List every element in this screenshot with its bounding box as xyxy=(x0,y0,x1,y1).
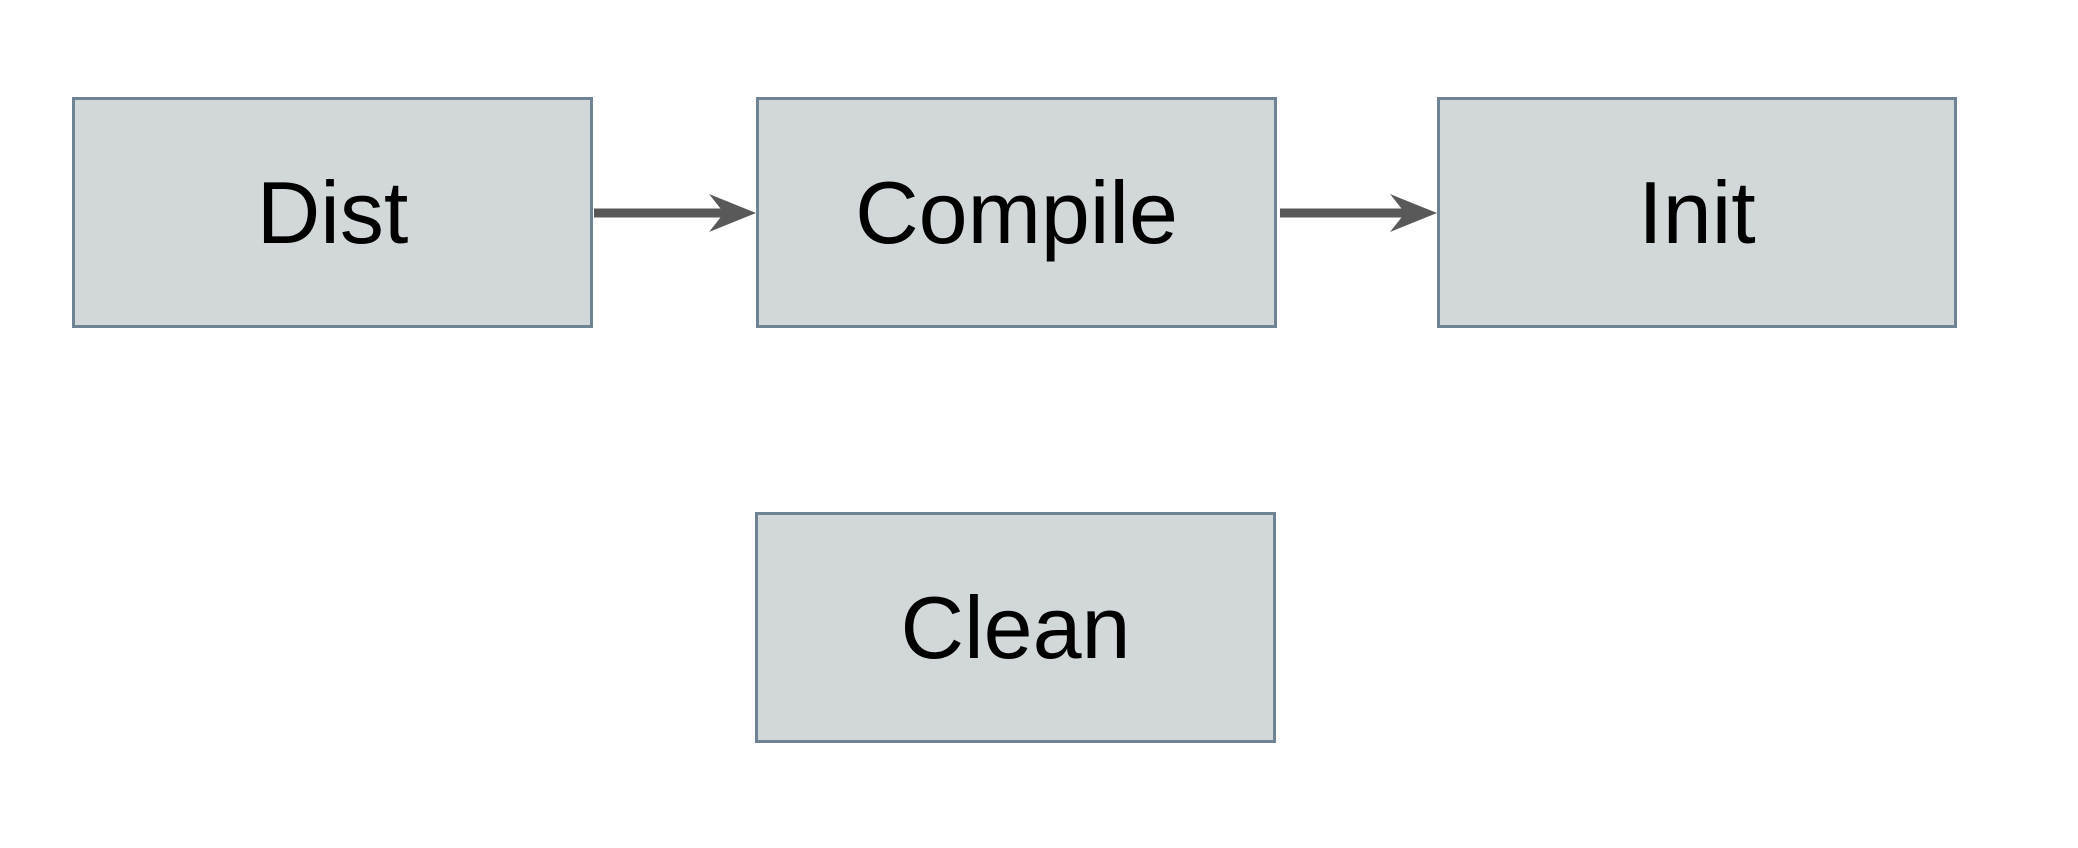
arrowhead-icon xyxy=(1390,194,1437,232)
node-init-label: Init xyxy=(1638,162,1756,262)
node-dist-label: Dist xyxy=(256,162,409,262)
arrowhead-icon xyxy=(709,194,756,232)
node-init[interactable]: Init xyxy=(1437,97,1957,328)
node-clean-label: Clean xyxy=(900,577,1131,677)
arrow-compile-to-init[interactable] xyxy=(1280,194,1437,232)
node-dist[interactable]: Dist xyxy=(72,97,593,328)
arrow-dist-to-compile[interactable] xyxy=(594,194,756,232)
node-compile-label: Compile xyxy=(855,162,1178,262)
node-compile[interactable]: Compile xyxy=(756,97,1277,328)
node-clean[interactable]: Clean xyxy=(755,512,1276,743)
